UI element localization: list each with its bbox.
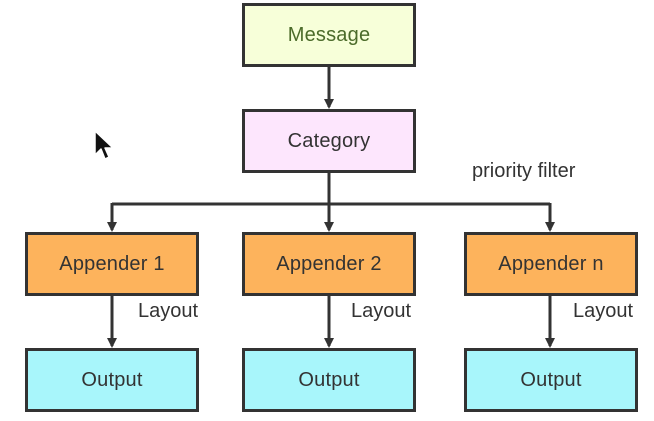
appender-n-node: Appender n xyxy=(464,232,638,296)
output-1-node: Output xyxy=(25,348,199,412)
appender-1-node: Appender 1 xyxy=(25,232,199,296)
output-n-label: Output xyxy=(520,368,582,391)
message-node-label: Message xyxy=(287,23,371,46)
appender-1-label: Appender 1 xyxy=(59,252,165,275)
layout-label-n: Layout xyxy=(573,300,634,322)
category-node-label: Category xyxy=(287,129,371,152)
appender-2-node: Appender 2 xyxy=(242,232,416,296)
priority-filter-label: priority filter xyxy=(472,160,576,182)
appender-n-label: Appender n xyxy=(498,252,604,275)
output-n-node: Output xyxy=(464,348,638,412)
category-node: Category xyxy=(242,109,416,173)
message-node: Message xyxy=(242,3,416,67)
appender-2-label: Appender 2 xyxy=(276,252,382,275)
output-1-label: Output xyxy=(81,368,143,391)
mouse-pointer-icon xyxy=(94,130,114,160)
layout-label-1: Layout xyxy=(138,300,199,322)
layout-label-2: Layout xyxy=(351,300,412,322)
output-2-label: Output xyxy=(298,368,360,391)
output-2-node: Output xyxy=(242,348,416,412)
